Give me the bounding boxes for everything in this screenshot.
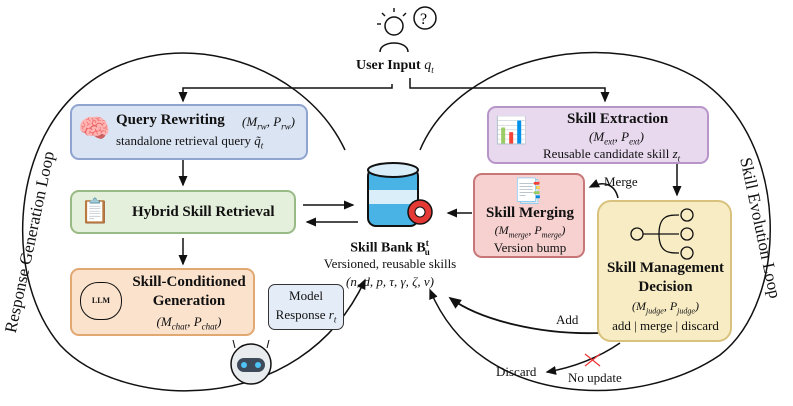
no-update-cross-icon (584, 353, 601, 367)
query-rewriting-params: (Mrw, Prw) (242, 114, 295, 132)
generation-box: LLM Skill-Conditioned Generation (Mchat,… (70, 268, 255, 336)
model-response-line2: Response rt (275, 307, 337, 325)
skill-extraction-title: Skill Extraction (567, 111, 669, 127)
merge-arc-arrow (588, 179, 619, 199)
decision-options: add | merge | discard (612, 318, 719, 333)
query-rewriting-title: Query Rewriting (116, 112, 225, 128)
query-rewriting-box: 🧠 Query Rewriting (Mrw, Prw) standalone … (70, 104, 308, 160)
skill-bank-desc: Versioned, reusable skills (323, 256, 457, 271)
document-search-icon: 📋 (80, 199, 110, 225)
skill-merging-params: (Mmerge, Pmerge) (494, 223, 566, 240)
skill-bank-tuple: (n, d, p, τ, γ, ζ, v) (346, 274, 434, 289)
skill-evolution-loop-circle (419, 51, 771, 392)
add-edge-label: Add (556, 312, 579, 327)
llm-brain-icon: LLM (80, 282, 122, 320)
skill-merging-title: Skill Merging (486, 205, 574, 221)
model-response-bubble: Model Response rt (268, 284, 344, 330)
svg-text:?: ? (420, 11, 427, 28)
generation-params: (Mchat, Pchat) (156, 314, 222, 332)
model-response-line1: Model (289, 288, 323, 303)
skill-extraction-box: 📊 Skill Extraction (Mext, Pext) Reusable… (487, 106, 709, 164)
user-icon: ? (377, 6, 437, 53)
chart-pickaxe-icon: 📊 (495, 116, 528, 145)
skill-bank-title: Skill Bank Btu (350, 238, 430, 258)
skill-extraction-desc: Reusable candidate skill zt (543, 146, 681, 164)
decision-branch-icon (630, 208, 694, 260)
skill-decision-box: Skill Management Decision (Mjudge, Pjudg… (597, 200, 732, 342)
hybrid-retrieval-box: 📋 Hybrid Skill Retrieval (70, 190, 296, 234)
brain-icon: 🧠 (78, 114, 111, 143)
query-rewriting-desc: standalone retrieval query q̃t (116, 133, 264, 151)
generation-title-2: Generation (152, 293, 226, 309)
decision-params: (Mjudge, Pjudge) (632, 299, 699, 316)
skill-merging-box: 📑 Skill Merging (Mmerge, Pmerge) Version… (473, 173, 585, 258)
discard-arrow (545, 342, 621, 375)
skill-extraction-params: (Mext, Pext) (589, 129, 644, 147)
user-to-extraction-line (409, 78, 610, 103)
skill-merging-desc: Version bump (493, 240, 567, 255)
discard-edge-label: Discard (496, 364, 537, 379)
add-arrow (448, 296, 601, 335)
generation-title-1: Skill-Conditioned (132, 274, 246, 290)
user-to-rewrite-line (178, 84, 393, 103)
skill-bank-database-icon (367, 162, 433, 227)
decision-title-2: Decision (638, 279, 693, 295)
merge-edge-label: Merge (604, 174, 638, 189)
hybrid-retrieval-title: Hybrid Skill Retrieval (132, 204, 275, 220)
decision-title-1: Skill Management (606, 260, 725, 276)
response-loop-circle (21, 52, 366, 392)
user-input-label: User Input qt (356, 58, 434, 75)
merge-documents-icon: 📑 (513, 179, 543, 205)
no-update-label: No update (568, 370, 622, 385)
robot-icon (230, 339, 272, 385)
